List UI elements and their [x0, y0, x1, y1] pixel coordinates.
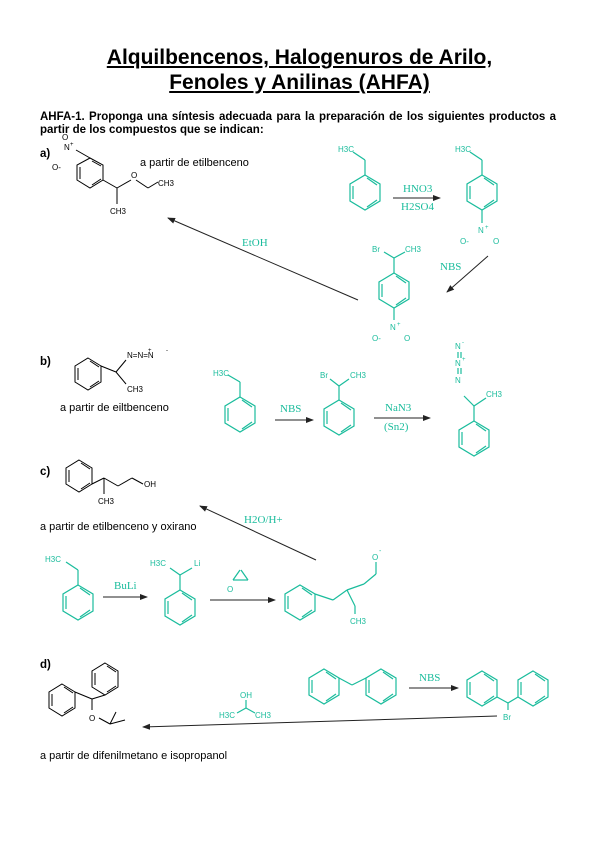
scheme-c-li-h3c: H3C: [150, 559, 166, 568]
scheme-a-nitro-nplus: +: [485, 225, 489, 231]
target-a-oxygen-top: O: [62, 133, 68, 142]
scheme-b-reagent-sn2: (Sn2): [384, 421, 409, 433]
scheme-a-nitro-o: O: [493, 237, 499, 246]
scheme-b-azide-n1-charge: -: [462, 340, 464, 346]
scheme-a-ethylbenzene-h3c: H3C: [338, 145, 354, 154]
target-c-ch3: CH3: [98, 497, 115, 506]
scheme-c-alkoxide-charge: -: [379, 548, 382, 555]
page-title-line-2: Fenoles y Anilinas (AHFA): [169, 71, 430, 94]
scheme-b-reagent-nan3: NaN3: [385, 402, 412, 414]
target-a-oxygen-left: O-: [52, 163, 61, 172]
scheme-a-reagent-h2so4: H2SO4: [401, 201, 435, 213]
scheme-a-bromonitro-br: Br: [372, 245, 380, 254]
scheme-a-bromination-arrow: [446, 255, 489, 293]
scheme-a-nitro-n: N: [478, 226, 484, 235]
scheme-b-azide-ch3: CH3: [486, 390, 503, 399]
scheme-b-azide-product: [457, 352, 490, 457]
section-d-caption: a partir de difenilmetano e isopropanol: [40, 750, 228, 762]
scheme-a-nitroethylbenzene: [466, 151, 498, 223]
scheme-b-azide-n3: N: [455, 376, 461, 385]
scheme-c-alkoxide-ch3: CH3: [350, 617, 367, 626]
scheme-c-alkoxide-o: O: [372, 553, 378, 562]
scheme-a-reagent-etoh: EtOH: [242, 237, 268, 249]
section-c-caption: a partir de etilbenceno y oxirano: [40, 521, 197, 533]
scheme-d-isopropanol-h3c: H3C: [219, 711, 235, 720]
target-b-azide-plus: +: [148, 348, 152, 354]
target-a-ether-oxygen: O: [131, 171, 137, 180]
target-c-structure: [65, 459, 144, 494]
scheme-d-isopropanol-oh: OH: [240, 691, 252, 700]
scheme-c-reagent-h2o: H2O/H+: [244, 514, 283, 526]
section-a-caption: a partir de etilbenceno: [140, 157, 249, 169]
scheme-a-nitro-o-minus: O-: [460, 237, 469, 246]
scheme-a-bromonitro-o: O: [404, 334, 410, 343]
scheme-b-h3c: H3C: [213, 369, 229, 378]
target-a-structure: [75, 149, 159, 204]
section-d-label: d): [40, 659, 51, 671]
scheme-c-ethylbenzene: [62, 561, 94, 621]
scheme-b-azide-n2-charge: +: [462, 357, 466, 363]
scheme-b-ch3: CH3: [350, 371, 367, 380]
scheme-a-bromonitro: [378, 251, 410, 320]
target-d-oxygen: O: [89, 714, 95, 723]
scheme-d-diphenylmethane: [308, 668, 397, 705]
scheme-c-h3c: H3C: [45, 555, 61, 564]
target-a-ch3-ethyl: CH3: [158, 179, 175, 188]
target-b-ch3: CH3: [127, 385, 144, 394]
target-b-azide-minus: -: [166, 348, 168, 354]
scheme-b-ethylbenzene: [224, 374, 256, 433]
scheme-d-bromodiphenylmethane: [466, 670, 549, 710]
page-title-line-1: Alquilbencenos, Halogenuros de Arilo,: [106, 46, 493, 69]
scheme-a-reagent-hno3: HNO3: [403, 183, 433, 195]
scheme-a-etherification-arrow: [167, 217, 359, 301]
scheme-c-oxirane-o: O: [227, 585, 233, 594]
section-b-label: b): [40, 356, 51, 368]
scheme-a-reagent-nbs: NBS: [440, 261, 461, 273]
scheme-a-bromonitro-o-minus: O-: [372, 334, 381, 343]
target-b-azide: N=N=N: [127, 351, 154, 360]
scheme-b-azide-n1: N: [455, 342, 461, 351]
scheme-d-isopropanol: [236, 700, 256, 714]
scheme-d-br: Br: [503, 713, 511, 722]
target-a-ch3-methyl: CH3: [110, 207, 127, 216]
scheme-a-bromonitro-n: N: [390, 323, 396, 332]
scheme-c-oxirane: [232, 569, 249, 581]
scheme-c-reagent-buli: BuLi: [114, 580, 137, 592]
scheme-d-etherification-arrow: [142, 715, 498, 730]
target-a-nitrogen-charge: +: [70, 142, 74, 148]
scheme-d-isopropanol-ch3: CH3: [255, 711, 272, 720]
scheme-a-nitro-h3c: H3C: [455, 145, 471, 154]
scheme-b-br: Br: [320, 371, 328, 380]
scheme-c-li: Li: [194, 559, 200, 568]
scheme-b-bromoethylbenzene: [323, 378, 355, 436]
exercise-statement: AHFA-1. Proponga una síntesis adecuada p…: [40, 111, 556, 136]
scheme-a-bromonitro-ch3: CH3: [405, 245, 422, 254]
target-c-oh: OH: [144, 480, 156, 489]
scheme-d-reagent-nbs: NBS: [419, 672, 440, 684]
scheme-c-organolithium: [164, 567, 196, 626]
scheme-c-alkoxide: [284, 562, 377, 621]
target-d-structure: [48, 662, 126, 725]
scheme-a-ethylbenzene: [349, 151, 381, 211]
scheme-c-protonation-arrow: [199, 505, 317, 561]
scheme-a-bromonitro-nplus: +: [397, 322, 401, 328]
section-c-label: c): [40, 466, 51, 478]
section-a-label: a): [40, 148, 51, 160]
scheme-b-azide-n2: N: [455, 359, 461, 368]
target-b-structure: [74, 357, 127, 391]
scheme-b-reagent-nbs: NBS: [280, 403, 301, 415]
target-a-nitrogen-label: N: [64, 143, 70, 152]
section-b-caption: a partir de eiltbenceno: [60, 402, 169, 414]
